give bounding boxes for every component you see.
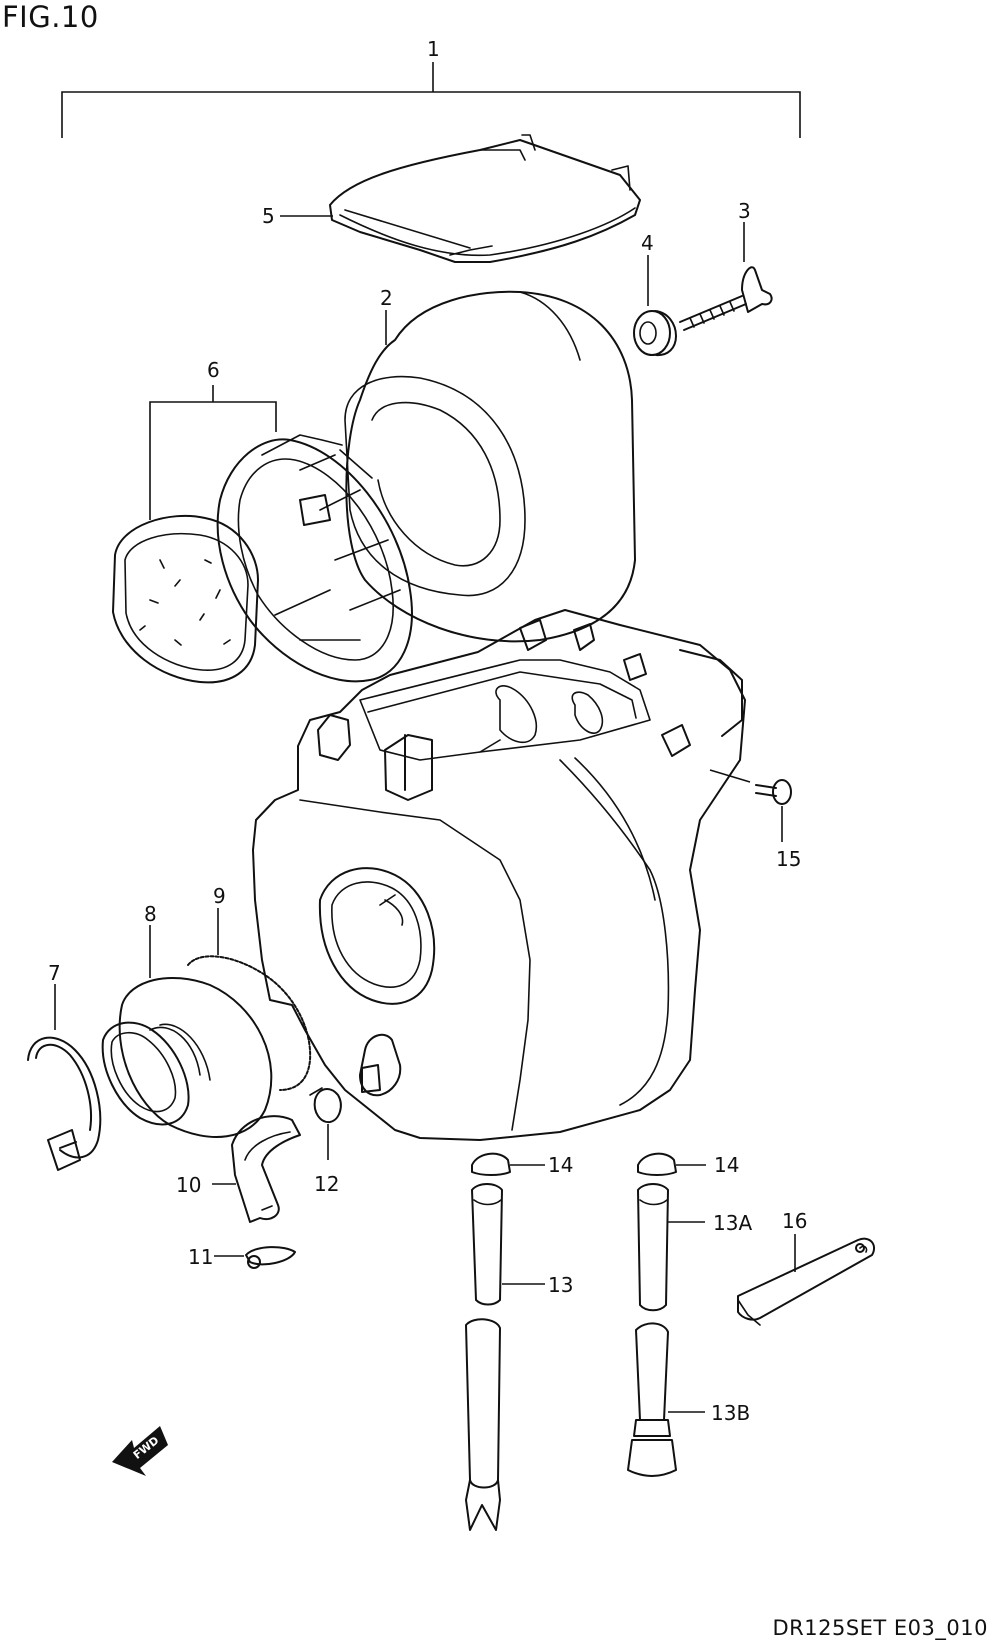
callout-13b: 13B [711, 1401, 750, 1425]
callout-labels: 1 5 3 4 2 6 15 9 8 7 10 12 11 14 14 16 1… [48, 37, 807, 1425]
part-13b-drain-plug[interactable] [627, 1322, 705, 1477]
callout-10: 10 [176, 1173, 201, 1197]
part-10-elbow-hose[interactable] [212, 1115, 301, 1223]
part-13a-drain-tube[interactable] [637, 1183, 705, 1312]
part-13-drain-tube[interactable] [465, 1183, 545, 1531]
callout-1: 1 [427, 37, 440, 61]
part-7-clamp[interactable] [27, 984, 102, 1171]
callout-7: 7 [48, 961, 61, 985]
part-3-wing-bolt[interactable] [679, 222, 773, 331]
part-16-strap[interactable] [737, 1234, 876, 1326]
callout-14-right: 14 [714, 1153, 739, 1177]
callout-14-left: 14 [548, 1153, 573, 1177]
callout-5: 5 [262, 204, 275, 228]
part-15-screw[interactable] [709, 769, 792, 842]
part-11-clamp[interactable] [214, 1246, 296, 1269]
callout-13: 13 [548, 1273, 573, 1297]
callout-13a: 13A [713, 1211, 752, 1235]
callout-9: 9 [213, 884, 226, 908]
forward-direction-arrow: FWD [112, 1426, 168, 1476]
part-9-ring[interactable] [187, 908, 312, 1091]
part-12-clip[interactable] [309, 1087, 342, 1160]
figure-title: FIG.10 [2, 0, 99, 34]
callout-3: 3 [738, 199, 751, 223]
part-8-intake-boot[interactable] [101, 925, 273, 1138]
callout-16: 16 [782, 1209, 807, 1233]
part-4-grommet[interactable] [633, 255, 677, 357]
callout-8: 8 [144, 902, 157, 926]
part-5-filter-cap[interactable] [329, 134, 641, 263]
part-6-filter-cage[interactable] [112, 385, 413, 684]
callout-4: 4 [641, 231, 654, 255]
callout-12: 12 [314, 1172, 339, 1196]
callout-6: 6 [207, 358, 220, 382]
callout-2: 2 [380, 286, 393, 310]
callout-11: 11 [188, 1245, 213, 1269]
callout-15: 15 [776, 847, 801, 871]
document-code: DR125SET E03_010 [772, 1616, 988, 1640]
assembly-bracket [61, 62, 801, 138]
part-14-cap-right[interactable] [637, 1152, 706, 1176]
air-cleaner-box[interactable] [252, 609, 746, 1141]
part-14-cap-left[interactable] [471, 1152, 545, 1176]
part-2-foam-filter[interactable] [344, 290, 636, 643]
